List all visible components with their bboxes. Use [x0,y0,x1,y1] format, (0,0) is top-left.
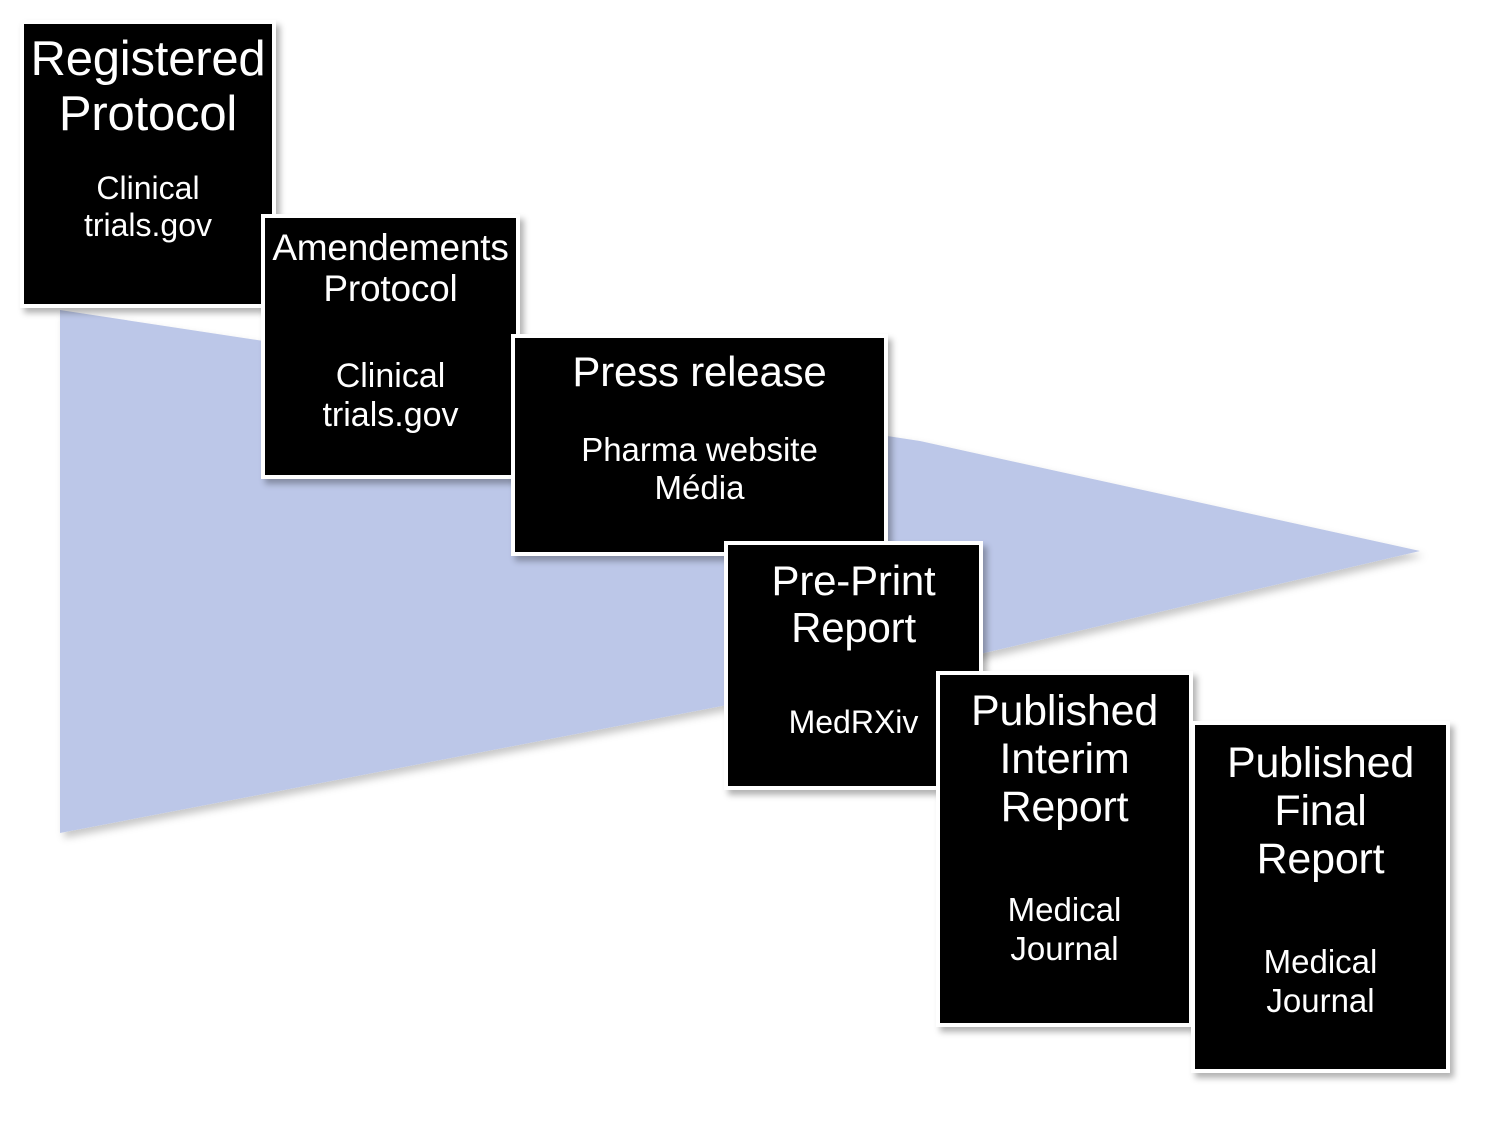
stage-title: Amendements Protocol [265,227,516,310]
stage-title: Press release [515,348,884,395]
stage-source: Clinical trials.gov [265,357,516,436]
stage-card-published-interim-report[interactable]: Published Interim Report Medical Journal [936,671,1193,1027]
stage-source-line: Clinical [335,356,446,395]
stage-source-line: trials.gov [83,206,213,243]
stage-title-line: Pre-Print [771,557,936,604]
stage-title-line: Press release [572,348,827,395]
stage-title-line: Final [1274,787,1367,836]
stage-source-line: Journal [1010,929,1119,967]
stage-title-line: Published [1226,739,1415,787]
stage-source: Medical Journal [1195,943,1446,1020]
stage-title: Pre-Print Report [728,557,979,651]
stage-card-amendements-protocol[interactable]: Amendements Protocol Clinical trials.gov [261,214,520,479]
stage-source: Pharma website Média [515,431,884,508]
stage-source-line: Journal [1266,981,1375,1019]
stage-title: Published Final Report [1195,739,1446,883]
stage-source-line: trials.gov [322,396,459,435]
stage-card-registered-protocol[interactable]: Registered Protocol Clinical trials.gov [20,20,276,308]
stage-card-press-release[interactable]: Press release Pharma website Média [511,334,888,556]
stage-source-line: Medical [1263,943,1378,981]
stage-source-line: MedRXiv [788,704,919,741]
stage-source-line: Medical [1007,891,1122,929]
stage-title-line: Protocol [323,268,458,310]
stage-source-line: Média [654,469,745,507]
stage-source-line: Clinical [96,169,200,206]
stage-source-line: Pharma website [581,431,818,469]
stage-title-line: Interim [999,735,1130,784]
stage-card-published-final-report[interactable]: Published Final Report Medical Journal [1191,721,1450,1073]
stage-title-line: Amendements [272,227,509,268]
stage-card-pre-print-report[interactable]: Pre-Print Report MedRXiv [724,541,983,790]
stage-source: MedRXiv [728,704,979,741]
stage-title: Registered Protocol [24,32,272,142]
stage-title-line: Registered [30,32,266,86]
stage-title-line: Protocol [58,86,238,141]
stage-title-line: Report [1000,783,1129,832]
stage-title: Published Interim Report [940,687,1189,831]
stage-source: Medical Journal [940,891,1189,968]
stage-title-line: Report [1256,835,1385,884]
stage-title-line: Report [791,604,916,652]
stage-title-line: Published [970,687,1159,735]
stage-source: Clinical trials.gov [24,170,272,244]
